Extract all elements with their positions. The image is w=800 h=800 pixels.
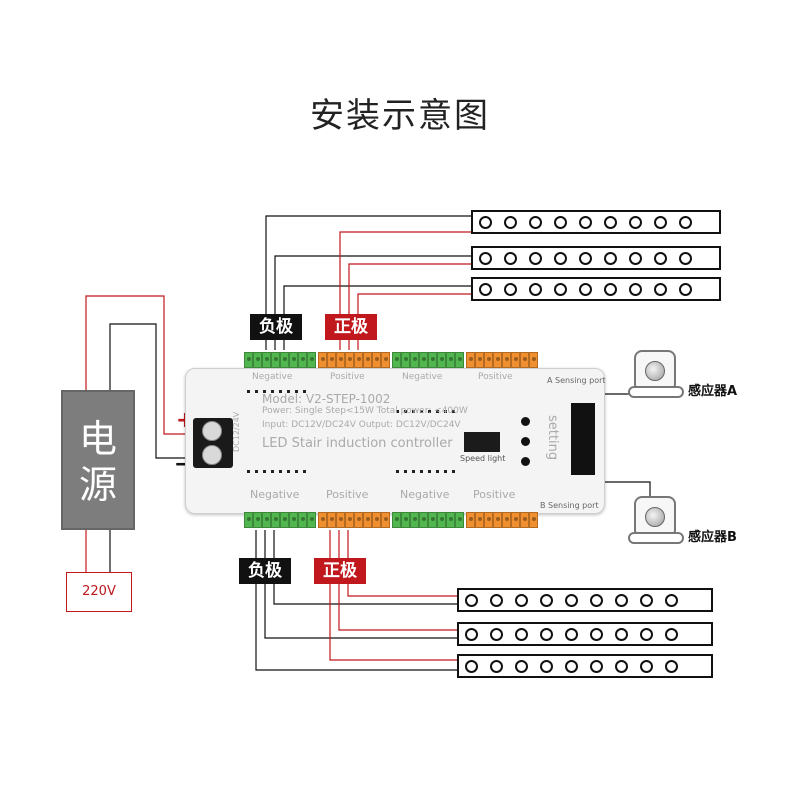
bottom-label-negative-2: Negative — [400, 488, 450, 501]
led-strip-upper-3 — [471, 277, 721, 301]
power-supply-label-1: 电 — [78, 417, 117, 461]
led-indicator-row-3 — [247, 470, 306, 473]
led-strip-upper-1 — [471, 210, 721, 234]
top-label-positive-1: Positive — [330, 372, 365, 382]
led-indicator-row-2 — [396, 410, 455, 413]
page-title: 安装示意图 — [310, 96, 490, 136]
model-text: Model: V2-STEP-1002 — [262, 392, 391, 406]
top-terminal-block-4 — [466, 352, 538, 368]
power-supply: 电 源 — [61, 390, 135, 530]
bottom-terminal-block-1 — [244, 512, 316, 528]
led-strip-lower-2 — [457, 622, 713, 646]
led-strip-lower-1 — [457, 588, 713, 612]
screw-terminal-icon — [202, 445, 222, 465]
wire-lower-pos-3 — [347, 530, 460, 597]
bottom-terminal-block-2 — [318, 512, 390, 528]
bottom-terminal-block-3 — [392, 512, 464, 528]
bottom-label-positive-1: Positive — [326, 488, 369, 501]
wire-upper-neg-1 — [265, 215, 474, 350]
wire-upper-pos-1 — [339, 231, 474, 350]
top-terminal-block-2 — [318, 352, 390, 368]
setting-button-2[interactable] — [521, 437, 530, 446]
input-text: Input: DC12V/DC24V Output: DC12V/DC24V — [262, 420, 461, 430]
led-strip-lower-3 — [457, 654, 713, 678]
wire-lower-neg-1 — [255, 530, 460, 671]
bottom-label-negative-1: Negative — [250, 488, 300, 501]
top-terminal-block-1 — [244, 352, 316, 368]
wire-psu-positive — [85, 295, 196, 435]
top-label-negative-2: Negative — [402, 372, 443, 382]
top-label-negative-1: Negative — [252, 372, 293, 382]
setting-button-1[interactable] — [521, 417, 530, 426]
power-text: Power: Single Step<15W Total power: <400… — [262, 406, 468, 416]
setting-button-3[interactable] — [521, 457, 530, 466]
wire-psu-negative — [109, 323, 196, 459]
upper-negative-tag: 负极 — [250, 314, 302, 340]
wire-lower-neg-3 — [273, 530, 460, 605]
wire-upper-neg-3 — [283, 285, 474, 350]
mains-input: 220V — [66, 572, 132, 612]
a-sensing-port-label: A Sensing port — [547, 376, 606, 385]
top-terminal-block-3 — [392, 352, 464, 368]
led-strip-upper-2 — [471, 246, 721, 270]
sensor-b-label: 感应器B — [688, 530, 737, 545]
sensor-b-icon — [628, 496, 684, 544]
speed-display — [464, 432, 500, 452]
bottom-terminal-block-4 — [466, 512, 538, 528]
wire-lower-neg-2 — [264, 530, 460, 639]
sensor-a-label: 感应器A — [688, 384, 738, 399]
setting-label: setting — [545, 415, 560, 461]
bottom-label-positive-2: Positive — [473, 488, 516, 501]
lower-positive-tag: 正极 — [314, 558, 366, 584]
top-label-positive-2: Positive — [478, 372, 513, 382]
power-supply-label-2: 源 — [78, 463, 117, 507]
controller-name: LED Stair induction controller — [262, 436, 453, 451]
wire-lower-pos-1 — [329, 530, 460, 661]
lower-negative-tag: 负极 — [239, 558, 291, 584]
speed-light-label: Speed light — [460, 454, 506, 463]
upper-positive-tag: 正极 — [325, 314, 377, 340]
screw-terminal-icon — [202, 421, 222, 441]
b-sensing-port-label: B Sensing port — [540, 501, 599, 510]
sensor-a-icon — [628, 350, 684, 398]
input-side-label: DC12/24V — [232, 411, 241, 452]
power-terminal — [193, 418, 233, 468]
led-indicator-row-1 — [247, 390, 306, 393]
led-indicator-row-4 — [396, 470, 455, 473]
sensor-port — [571, 403, 595, 475]
